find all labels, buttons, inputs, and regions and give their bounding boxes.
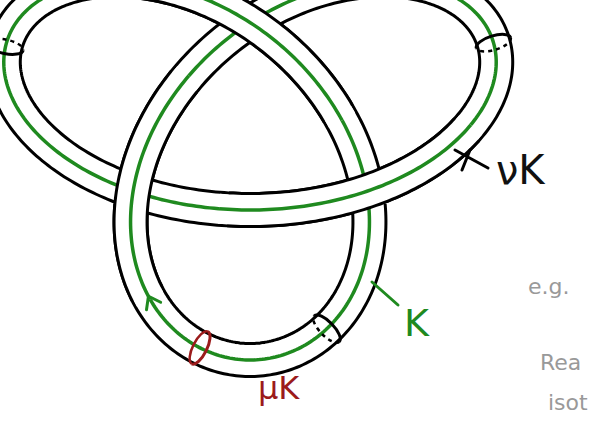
tube-outline	[4, 0, 496, 360]
tube-section	[309, 311, 344, 347]
tube-section	[0, 36, 25, 57]
tube-interior	[131, 76, 189, 300]
knot-core	[129, 0, 342, 120]
tube-interior	[4, 0, 496, 360]
orientation-arrow	[141, 293, 160, 310]
tube-interior	[129, 0, 342, 120]
note-text: e.g.	[528, 276, 570, 298]
tube-label: νK	[496, 150, 545, 190]
knot-core	[219, 125, 471, 210]
knot-label: K	[404, 304, 429, 342]
meridian	[186, 329, 215, 367]
tube-section	[474, 31, 513, 55]
note-text: Rea	[540, 352, 581, 374]
tube-interior	[219, 125, 471, 210]
leader-line	[455, 150, 488, 170]
leader-line	[372, 282, 398, 305]
knot-core	[131, 76, 189, 300]
meridian-label: μK	[258, 372, 299, 404]
note-text: isot	[548, 392, 588, 414]
knot-core	[4, 0, 496, 360]
